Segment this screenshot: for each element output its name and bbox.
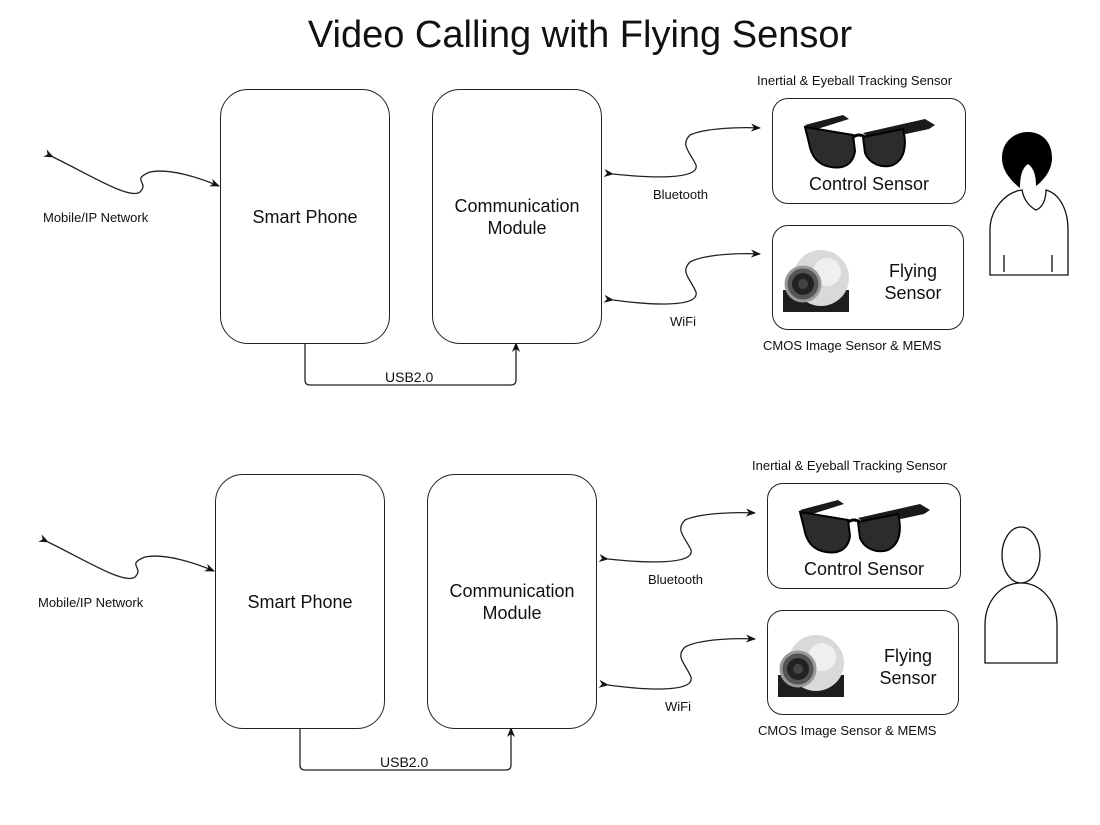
diagram-panel-top: Mobile/IP Network Smart Phone Communicat… (0, 60, 1100, 440)
bluetooth-link (598, 508, 756, 563)
smartphone-label: Smart Phone (252, 206, 358, 227)
control-sensor-label: Control Sensor (808, 174, 930, 194)
network-link (38, 534, 215, 580)
wifi-label: WiFi (670, 314, 696, 329)
bluetooth-label: Bluetooth (648, 572, 703, 587)
network-label: Mobile/IP Network (43, 210, 149, 225)
bluetooth-label: Bluetooth (653, 187, 708, 202)
diagram-title: Video Calling with Flying Sensor (307, 14, 853, 56)
smartphone-label: Smart Phone (247, 591, 353, 612)
person-icon (989, 132, 1069, 276)
control-sensor-caption: Inertial & Eyeball Tracking Sensor (757, 73, 953, 88)
usb-label: USB2.0 (385, 369, 434, 385)
network-link (43, 149, 220, 195)
spherical-camera-icon (783, 250, 849, 312)
sunglasses-icon (803, 115, 935, 169)
network-label: Mobile/IP Network (38, 595, 144, 610)
control-sensor-block: Control Sensor (767, 483, 961, 589)
control-sensor-caption: Inertial & Eyeball Tracking Sensor (752, 458, 948, 473)
usb-label: USB2.0 (380, 754, 429, 770)
spherical-camera-icon (778, 635, 844, 697)
control-sensor-block: Control Sensor (772, 98, 966, 204)
bluetooth-link (603, 123, 761, 178)
person-icon (984, 526, 1058, 664)
smartphone-block: Smart Phone (220, 89, 390, 344)
sunglasses-icon (798, 500, 930, 554)
wifi-label: WiFi (665, 699, 691, 714)
flying-sensor-caption: CMOS Image Sensor & MEMS (758, 723, 937, 738)
flying-sensor-caption: CMOS Image Sensor & MEMS (763, 338, 942, 353)
smartphone-block: Smart Phone (215, 474, 385, 729)
diagram-panel-bottom: Mobile/IP Network Smart Phone Communicat… (0, 445, 1095, 825)
control-sensor-label: Control Sensor (803, 559, 925, 579)
wifi-link (598, 634, 756, 690)
wifi-link (603, 249, 761, 305)
